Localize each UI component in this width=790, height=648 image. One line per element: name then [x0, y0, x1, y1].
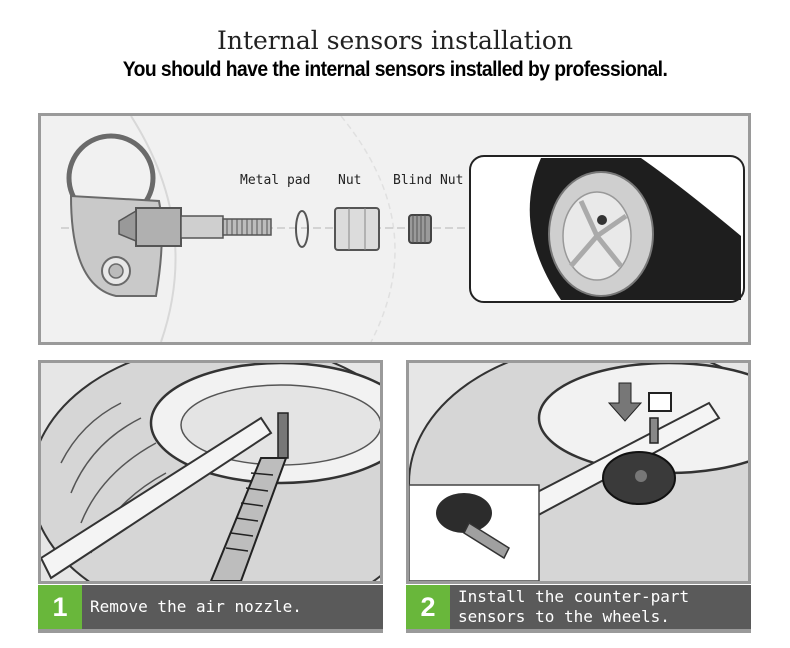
- part-label-blind-nut: Blind Nut: [393, 173, 464, 188]
- step-2-illustration: [406, 360, 751, 584]
- step-1-caption: 1 Remove the air nozzle.: [38, 585, 383, 633]
- part-label-nut: Nut: [338, 173, 362, 188]
- parts-diagram-illustration: [61, 116, 745, 342]
- parts-diagram-panel: Metal pad Nut Blind Nut: [38, 113, 751, 345]
- step-1-illustration: [38, 360, 383, 584]
- part-label-metal-pad: Metal pad: [240, 173, 311, 188]
- page-title: Internal sensors installation: [216, 26, 574, 55]
- step-1-text: Remove the air nozzle.: [90, 597, 302, 616]
- step-2-number: 2: [406, 585, 450, 629]
- step-2-caption: 2 Install the counter-part sensors to th…: [406, 585, 751, 633]
- step-2-text: Install the counter-part sensors to the …: [458, 587, 690, 626]
- page-subtitle: You should have the internal sensors ins…: [122, 58, 668, 81]
- step-1-number: 1: [38, 585, 82, 629]
